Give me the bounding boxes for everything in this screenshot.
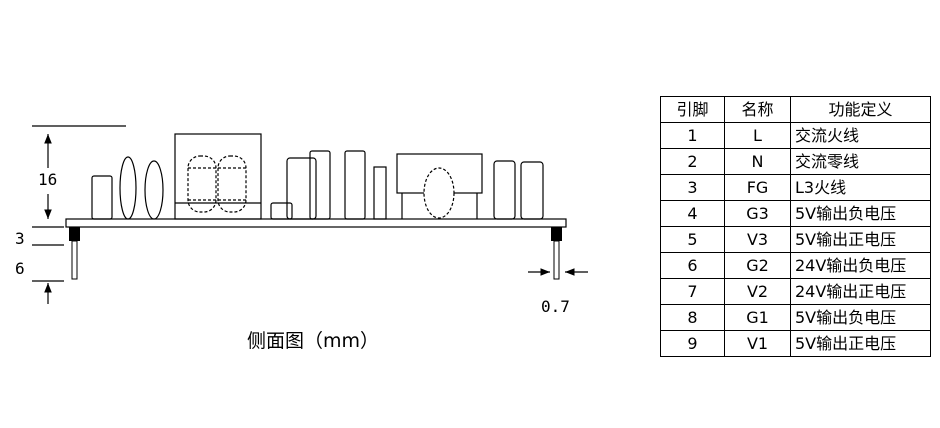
cell-pin: 8: [660, 304, 725, 331]
dim-label-6: 6: [15, 259, 25, 278]
component-small-box: [270, 202, 293, 220]
cell-pin: 9: [660, 330, 725, 357]
cell-pin: 2: [660, 148, 725, 175]
dim-label-0-7: 0.7: [541, 297, 570, 316]
component-cap-4: [344, 150, 366, 220]
component-cap-1: [91, 175, 113, 220]
component-cap-3: [309, 150, 331, 220]
cell-pin: 6: [660, 252, 725, 279]
table-row: 9 V1 5V输出正电压: [660, 330, 931, 357]
cell-pin: 1: [660, 122, 725, 149]
cell-function: 5V输出正电压: [790, 226, 931, 253]
cell-function: 5V输出负电压: [790, 200, 931, 227]
component-cap-2: [286, 157, 317, 220]
cell-name: N: [724, 148, 791, 175]
dim-label-16: 16: [38, 170, 57, 189]
cell-pin: 5: [660, 226, 725, 253]
table-row: 7 V2 24V输出正电压: [660, 278, 931, 305]
table-row: 5 V3 5V输出正电压: [660, 226, 931, 253]
component-transformer: [174, 133, 262, 220]
cell-function: 交流火线: [790, 122, 931, 149]
diagram-caption: 侧面图（mm）: [247, 330, 379, 352]
component-inductor-block: [396, 153, 483, 219]
cell-name: FG: [724, 174, 791, 201]
cell-function: 交流零线: [790, 148, 931, 175]
table-row: 6 G2 24V输出负电压: [660, 252, 931, 279]
pin-right: [551, 227, 562, 280]
table-row: 4 G3 5V输出负电压: [660, 200, 931, 227]
cell-pin: 4: [660, 200, 725, 227]
table-row: 8 G1 5V输出负电压: [660, 304, 931, 331]
cell-name: G2: [724, 252, 791, 279]
cell-function: 5V输出负电压: [790, 304, 931, 331]
cell-pin: 7: [660, 278, 725, 305]
cell-name: L: [724, 122, 791, 149]
cell-name: V2: [724, 278, 791, 305]
component-cap-5: [493, 160, 516, 220]
header-pin: 引脚: [660, 96, 725, 123]
cell-name: V1: [724, 330, 791, 357]
header-function: 功能定义: [790, 96, 931, 123]
table-row: 2 N 交流零线: [660, 148, 931, 175]
component-resistor: [373, 166, 387, 220]
cell-function: L3火线: [790, 174, 931, 201]
cell-pin: 3: [660, 174, 725, 201]
table-row: 1 L 交流火线: [660, 122, 931, 149]
cell-name: G1: [724, 304, 791, 331]
component-coil-1: [119, 156, 137, 220]
cell-name: G3: [724, 200, 791, 227]
table-row: 3 FG L3火线: [660, 174, 931, 201]
pcb-board: [65, 218, 567, 228]
side-view-diagram: 16 3 6 0.7 侧面图（mm）: [15, 125, 588, 352]
pin-definition-table: 引脚 名称 功能定义 1 L 交流火线 2 N 交流零线 3 FG L3火线 4…: [660, 96, 931, 357]
component-cap-6: [520, 161, 544, 220]
pin-left: [69, 227, 80, 280]
header-name: 名称: [724, 96, 791, 123]
table-header-row: 引脚 名称 功能定义: [660, 96, 931, 123]
cell-name: V3: [724, 226, 791, 253]
cell-function: 24V输出负电压: [790, 252, 931, 279]
dim-label-3: 3: [15, 229, 25, 248]
cell-function: 24V输出正电压: [790, 278, 931, 305]
component-coil-2: [144, 160, 164, 220]
cell-function: 5V输出正电压: [790, 330, 931, 357]
